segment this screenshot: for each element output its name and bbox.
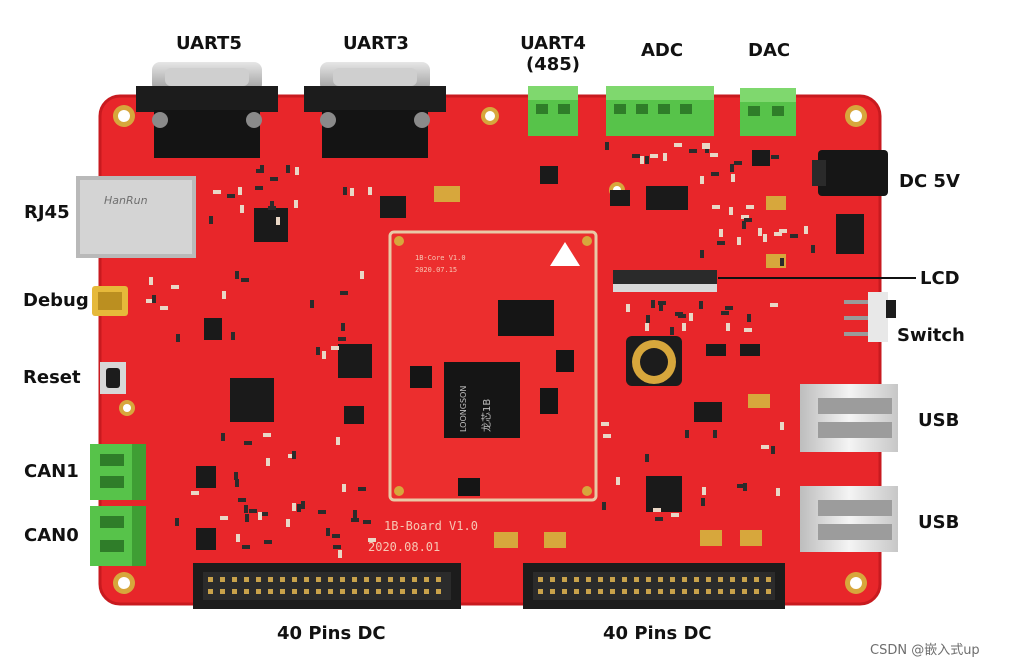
- label-uart3: UART3: [343, 33, 409, 54]
- watermark: CSDN @嵌入式up: [870, 643, 980, 658]
- label-dc5v: DC 5V: [899, 171, 960, 192]
- label-uart4: UART4 (485): [515, 33, 591, 75]
- label-debug: Debug: [23, 290, 89, 311]
- svg-text:LOONGSON: LOONGSON: [459, 386, 468, 432]
- adc-terminal-block: [606, 86, 714, 136]
- dc-power-jack: [812, 150, 888, 196]
- core-module: 1B-Core V1.0 2020.07.15 LOONGSON 龙芯1B: [388, 230, 598, 502]
- svg-text:HanRun: HanRun: [104, 194, 148, 207]
- label-dac: DAC: [748, 40, 791, 61]
- pcb-edge-shade: [98, 94, 882, 606]
- board-ics: [196, 150, 864, 550]
- pin-header-right: [523, 563, 785, 609]
- smd-components: [146, 142, 815, 558]
- svg-text:龙芯1B: 龙芯1B: [480, 399, 493, 432]
- reset-button-part: [100, 362, 126, 394]
- uart5-db9-connector: [136, 62, 278, 158]
- svg-text:1B-Core V1.0: 1B-Core V1.0: [415, 254, 466, 262]
- dac-terminal-block: [740, 88, 796, 136]
- label-adc: ADC: [641, 40, 684, 61]
- rj45-connector: HanRun: [76, 176, 196, 258]
- label-reset: Reset: [23, 367, 81, 388]
- uart4-terminal-block: [528, 86, 578, 136]
- label-pins-left: 40 Pins DC: [277, 623, 386, 644]
- pin-header-left: [193, 563, 461, 609]
- label-usb-bottom: USB: [918, 512, 960, 533]
- lcd-fpc-connector: [613, 270, 717, 292]
- board-name-silk: 1B-Board V1.0: [384, 519, 478, 533]
- label-can0: CAN0: [24, 525, 79, 546]
- battery-holder: [626, 336, 682, 386]
- label-can1: CAN1: [24, 461, 79, 482]
- label-rj45: RJ45: [24, 202, 70, 223]
- can0-terminal-block: [90, 506, 146, 566]
- slide-switch-part: [844, 292, 896, 342]
- label-switch: Switch: [897, 325, 965, 346]
- debug-mini-usb: [92, 286, 128, 316]
- label-uart4-line1: UART4: [520, 33, 586, 54]
- svg-text:2020.07.15: 2020.07.15: [415, 266, 457, 274]
- usb-port-bottom: [800, 486, 898, 552]
- label-usb-top: USB: [918, 410, 960, 431]
- label-pins-right: 40 Pins DC: [603, 623, 712, 644]
- label-uart4-line2: (485): [525, 54, 581, 75]
- board-date-silk: 2020.08.01: [368, 540, 440, 554]
- tantalum-capacitors: [434, 186, 786, 548]
- uart3-db9-connector: [304, 62, 446, 158]
- label-uart5: UART5: [176, 33, 242, 54]
- label-lcd: LCD: [920, 268, 960, 289]
- usb-port-top: [800, 384, 898, 452]
- can1-terminal-block: [90, 444, 146, 500]
